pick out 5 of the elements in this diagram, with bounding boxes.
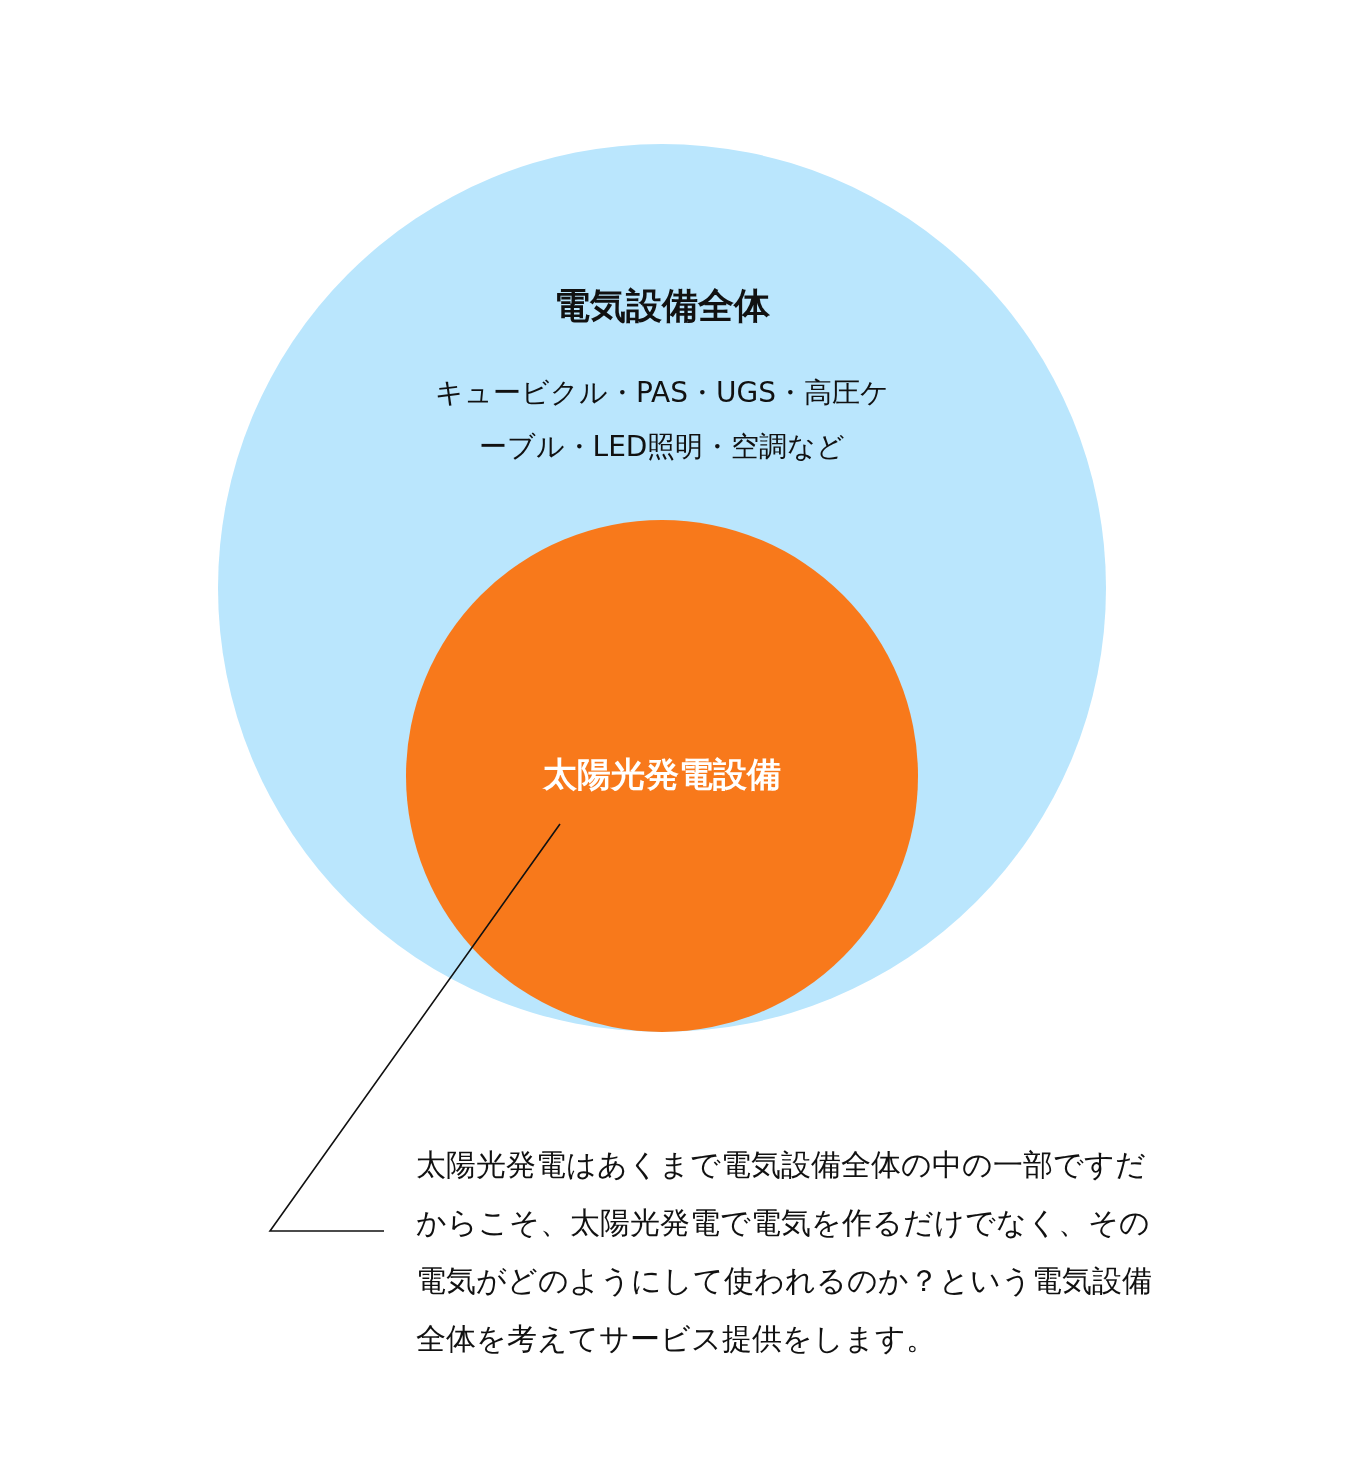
paragraph: 太陽光発電はあくまで電気設備全体の中の一部ですだからこそ、太陽光発電で電気を作るだけでなく、その電気がどのようにして使われるのか？という電気設備全体を考えてサービス提供をします。 — [416, 1146, 1153, 1358]
circle-heading: 電気設備全体 — [553, 284, 771, 328]
circle-text: キュービクル・PAS・UGS・高圧ケーブル・LED照明・空調など — [434, 375, 890, 465]
circle-heading: 太陽光発電設備 — [541, 753, 782, 796]
leader-line — [268, 823, 561, 1232]
